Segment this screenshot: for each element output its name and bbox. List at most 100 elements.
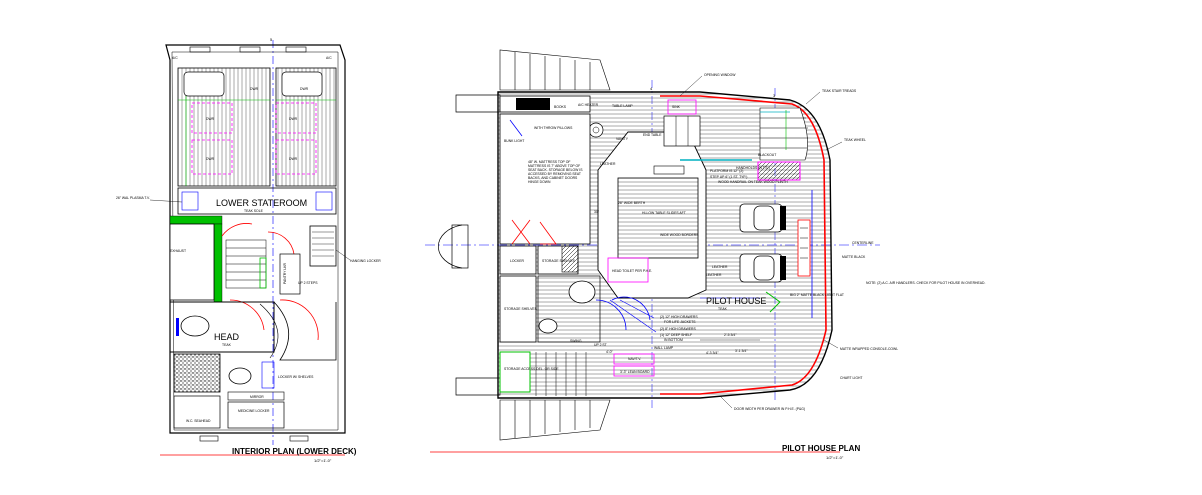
drawer-outline — [191, 139, 233, 175]
stair-treads-bottom — [499, 399, 611, 441]
wide-border-label: WIDE WOOD BORDERS — [660, 233, 699, 237]
bulkhead-green — [169, 215, 223, 225]
door-note-label: DOOR WIDTH PER DRAWER IN P.H.E. (P&G) — [734, 407, 805, 411]
lower-stairs — [225, 239, 267, 289]
hilo-table-label: HI-LOW TABLE SLIDES AFT — [642, 211, 686, 215]
sink-icon — [228, 367, 252, 385]
up-label: UP 2 ST — [594, 343, 607, 347]
forward-stairs — [759, 107, 808, 161]
head-title: HEAD — [214, 332, 240, 342]
drawer-label: DWR — [289, 157, 298, 161]
step-label: STEP UP 6" (1 ST. TYP.) — [710, 175, 747, 179]
spec-label: (2) 8" HIGH DRAWERS — [660, 327, 696, 331]
pilot-house-sub: TEAK — [718, 307, 728, 311]
drawer-outline — [275, 139, 317, 175]
drawer-label: DWR — [289, 117, 298, 121]
teak-stair-label: TEAK STAIR TREADS — [822, 89, 857, 93]
dim-30-label: 30" — [594, 210, 600, 214]
table-lamp-label: TABLE LAMP — [612, 104, 633, 108]
drawer-label: DWR — [206, 117, 215, 121]
hi-low-table — [617, 177, 699, 259]
wide-berth-label: 28" WIDE BERTH — [618, 201, 646, 205]
note-label: NOTE: (2) A.C. AIR HANDLERS. CHECK FOR P… — [866, 281, 985, 285]
lower-deck-scale: 1/2"=1'-0" — [314, 458, 332, 463]
stateroom-title: LOWER STATEROOM — [216, 198, 307, 208]
door-swing — [279, 299, 319, 341]
storage-shelves-label: STORAGE SHELVES — [542, 259, 576, 263]
end-table-label: END TABLE — [643, 133, 662, 137]
lower-hull-outline — [165, 44, 346, 434]
mattress-note: 48" W. MATTRESS TOP OF MATTRESS IS 7" AB… — [528, 160, 583, 184]
vanity-label: VANITY — [616, 137, 629, 141]
stair-treads-top — [499, 49, 611, 91]
sink-label: SINK — [672, 105, 681, 109]
spec-label: FOR LIFE JACKETS — [664, 320, 696, 324]
matte-wrapped-label: MATTE WRAPPED CONSOLE-COWL — [840, 347, 898, 351]
locker-shelves-label: LOCKER W/ SHELVES — [278, 375, 314, 379]
drawer-outline — [275, 102, 317, 134]
handholds-label: HANDHOLDS (N.T.S.) — [736, 166, 770, 170]
dim-label: 3'-1 3/4" — [735, 349, 748, 353]
drawer-label: DWR — [206, 157, 215, 161]
hanging-locker-label: HANGING LOCKER — [350, 259, 381, 263]
storage-shelves-label: STORAGE SHELVES — [504, 307, 538, 311]
wc-label: W.C. SEAHEAD — [186, 419, 211, 423]
pillow — [281, 71, 323, 97]
tv-label: 26" WAL PLASMA T.V. — [116, 196, 150, 200]
leather-label: LEATHER — [712, 265, 728, 269]
wall-lamp-label: WALL LAMP — [654, 346, 674, 350]
locker-label: LOCKER — [510, 259, 524, 263]
helm-chair — [739, 203, 786, 233]
teak-wheel-label: TEAK WHEEL — [844, 138, 866, 142]
dim-label: 4'-0" — [606, 350, 614, 354]
drawer-outline — [191, 102, 233, 134]
door-swing — [267, 231, 295, 255]
throw-pillows-label: WITH THROW PILLOWS — [534, 126, 573, 130]
pilot-house-scale: 1/2"=1'-0" — [826, 455, 844, 460]
toilet-note-label: HEAD TOILET PER P.H.E. — [612, 269, 652, 273]
pilot-house-plan-title: PILOT HOUSE PLAN — [782, 444, 860, 453]
centerline-label: CENTERLINE — [852, 241, 874, 245]
handrail-label: WOOD HANDRAIL ON TEAK WOOD PLINTH — [718, 180, 788, 184]
up-steps-label: UP 2 STEPS — [298, 281, 318, 285]
ac-label-left: A/C — [172, 56, 178, 60]
books-label: BOOKS — [554, 105, 567, 109]
storage-access-label: STORAGE ACCESS DEL. OR SIDE — [504, 367, 559, 371]
nav-tv-label: NAV/T.V. — [628, 357, 641, 361]
bookshelf — [516, 98, 550, 110]
chart-board-label: 3'-3" LEAN BOARD — [620, 370, 650, 374]
spec-label: (2) 12" HIGH DRAWERS — [660, 315, 698, 319]
leather-label: LEATHER — [706, 273, 722, 277]
drawer-label: DWR — [300, 87, 309, 91]
table-lamp-icon — [588, 122, 604, 138]
leather-label: LEATHER — [600, 162, 616, 166]
drawer-label: DWR — [250, 87, 259, 91]
stateroom-sole: TEAK SOLE — [244, 209, 264, 213]
matte-black-label: MATTE BLACK — [842, 255, 866, 259]
navigator-chair — [739, 253, 786, 283]
big-matte-label: BIG 2" MATTE BLACK LIGHT FLAT — [790, 293, 844, 297]
lower-deck-plan: 5 A/C A/C DWR DWR DWR DWR DWR DWR — [116, 37, 381, 463]
swing-label: SWING — [570, 339, 582, 343]
opening-window-label: OPENING WINDOW — [704, 73, 736, 77]
frame-3-label: 3 — [773, 93, 776, 98]
head-compartment — [169, 301, 275, 353]
dim-label: 4'-3 3/4" — [706, 351, 719, 355]
ac-heater-label: A/C HEATER — [578, 103, 599, 107]
dim-label: 2'-5 3/4" — [724, 333, 737, 337]
lower-deck-title: INTERIOR PLAN (LOWER DECK) — [232, 447, 357, 456]
head-sole: TEAK — [222, 343, 232, 347]
sink-icon — [538, 318, 558, 334]
blackout-label: BLACKOUT — [758, 153, 776, 157]
head-toilet-icon — [568, 280, 596, 304]
end-table — [663, 115, 701, 147]
door-swing — [221, 223, 253, 237]
pillow — [183, 71, 225, 97]
ac-label-right: A/C — [326, 56, 332, 60]
aft-berth — [499, 113, 591, 245]
spec-label: (1) 12" DEEP SHELF — [660, 333, 692, 337]
platform-label: PLATFORM IS 12" (2) — [710, 169, 743, 173]
door-swing — [229, 299, 265, 331]
pilot-house-plan: CENTERLINE 4 3 OPENING WINDOW TEAK STAIR… — [425, 49, 985, 460]
pilot-house-title: PILOT HOUSE — [706, 296, 766, 306]
